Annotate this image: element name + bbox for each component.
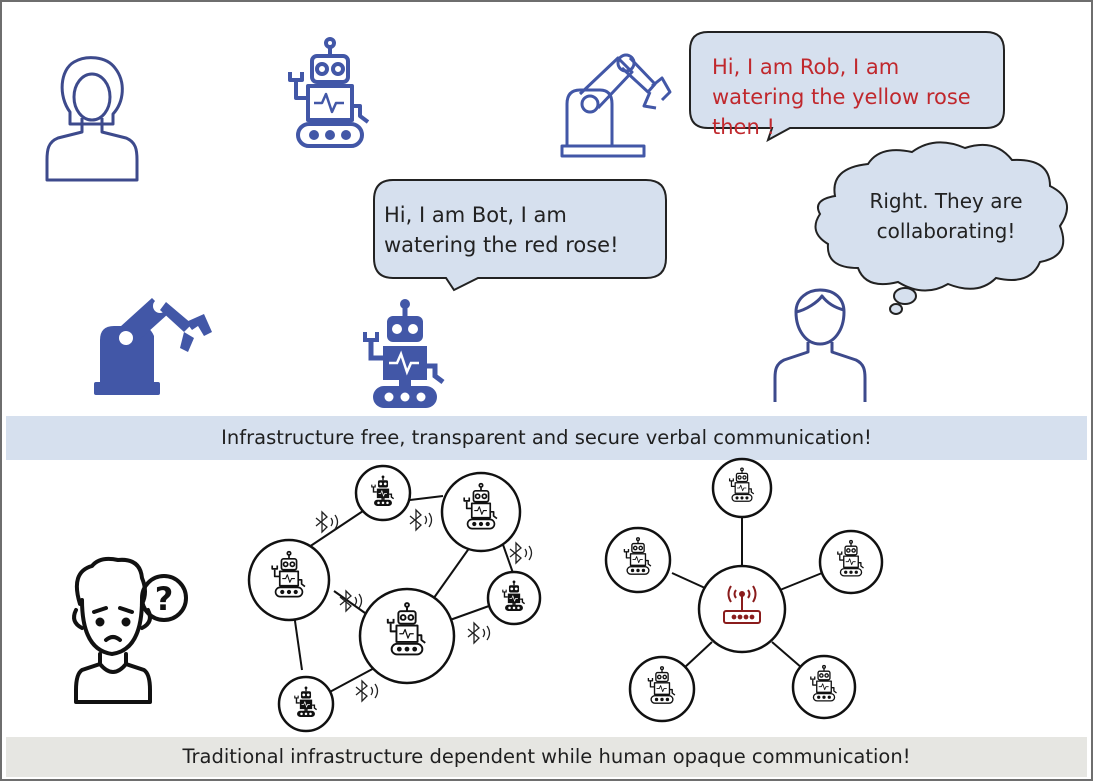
mesh-node	[247, 538, 331, 622]
speech-bubble-rob-text: Hi, I am Rob, I am watering the yellow r…	[712, 55, 971, 139]
speech-bubble-bot	[373, 179, 667, 292]
banner-top-background	[6, 416, 1087, 460]
star-node	[818, 529, 884, 595]
mesh-node	[486, 570, 542, 626]
thought-cloud	[814, 141, 1069, 315]
star-node	[628, 655, 696, 723]
star-node	[711, 457, 773, 519]
star-network-links	[671, 517, 823, 669]
mesh-node	[358, 587, 456, 685]
woman-icon	[45, 56, 139, 182]
star-node	[604, 526, 672, 594]
man-icon	[773, 288, 867, 402]
speech-bubble-rob	[689, 31, 1005, 143]
mesh-node	[277, 675, 335, 733]
banner-bottom-background	[6, 737, 1087, 777]
confused-person-icon	[72, 556, 188, 704]
banner-top-text: Infrastructure free, transparent and sec…	[221, 426, 872, 449]
router-hub	[697, 564, 787, 654]
mesh-node	[440, 471, 522, 553]
thought-cloud-text: Right. They are collaborating!	[869, 189, 1023, 243]
banner-bottom-text: Traditional infrastructure dependent whi…	[182, 745, 911, 768]
robot-arm-outline-icon	[560, 53, 672, 158]
mesh-node	[354, 464, 412, 522]
question-mark: ?	[155, 580, 174, 618]
robot-arm-solid-icon	[94, 298, 212, 395]
star-node	[791, 654, 857, 720]
router-icon	[723, 585, 761, 624]
speech-bubble-bot-text: Hi, I am Bot, I am watering the red rose…	[384, 203, 619, 257]
